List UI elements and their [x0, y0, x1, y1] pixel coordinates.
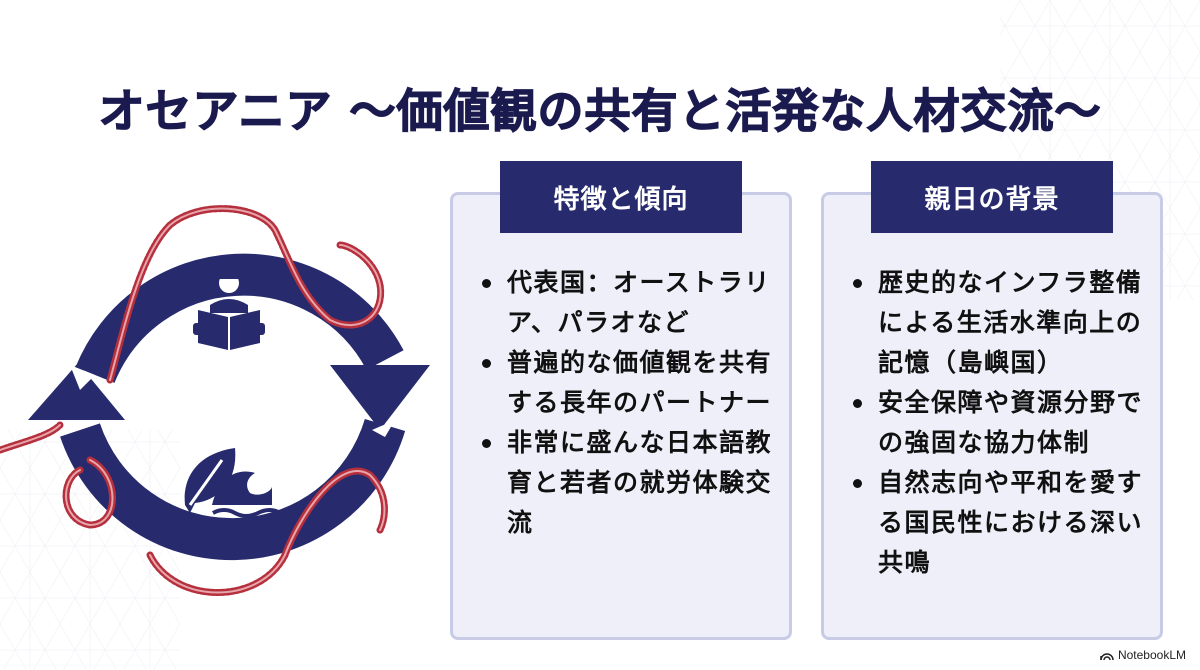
- notebooklm-logo-icon: [1100, 652, 1114, 660]
- leaf-and-wave-icon: [184, 448, 282, 518]
- card-pro-japan-background: 親日の背景 歴史的なインフラ整備による生活水準向上の記憶（島嶼国） 安全保障や資…: [821, 161, 1163, 640]
- slide-title: オセアニア ～価値観の共有と活発な人材交流～: [98, 83, 1102, 138]
- card-header: 特徴と傾向: [500, 161, 742, 233]
- list-item: 代表国：オーストラリア、パラオなど: [473, 263, 773, 343]
- card-characteristics: 特徴と傾向 代表国：オーストラリア、パラオなど 普遍的な価値観を共有する長年のパ…: [450, 161, 792, 640]
- bullet-list: 歴史的なインフラ整備による生活水準向上の記憶（島嶼国） 安全保障や資源分野での強…: [844, 263, 1144, 583]
- notebooklm-brand: NotebookLM: [1100, 648, 1186, 662]
- bullet-list: 代表国：オーストラリア、パラオなど 普遍的な価値観を共有する長年のパートナー 非…: [473, 263, 773, 543]
- card-header: 親日の背景: [871, 161, 1113, 233]
- list-item: 安全保障や資源分野での強固な協力体制: [844, 383, 1144, 463]
- list-item: 自然志向や平和を愛する国民性における深い共鳴: [844, 463, 1144, 583]
- person-reading-book-icon: [193, 264, 265, 350]
- cycle-diagram: [0, 175, 440, 625]
- brand-label: NotebookLM: [1117, 648, 1186, 662]
- cycle-arrows-icon: [0, 205, 430, 596]
- list-item: 歴史的なインフラ整備による生活水準向上の記憶（島嶼国）: [844, 263, 1144, 383]
- list-item: 非常に盛んな日本語教育と若者の就労体験交流: [473, 423, 773, 543]
- list-item: 普遍的な価値観を共有する長年のパートナー: [473, 343, 773, 423]
